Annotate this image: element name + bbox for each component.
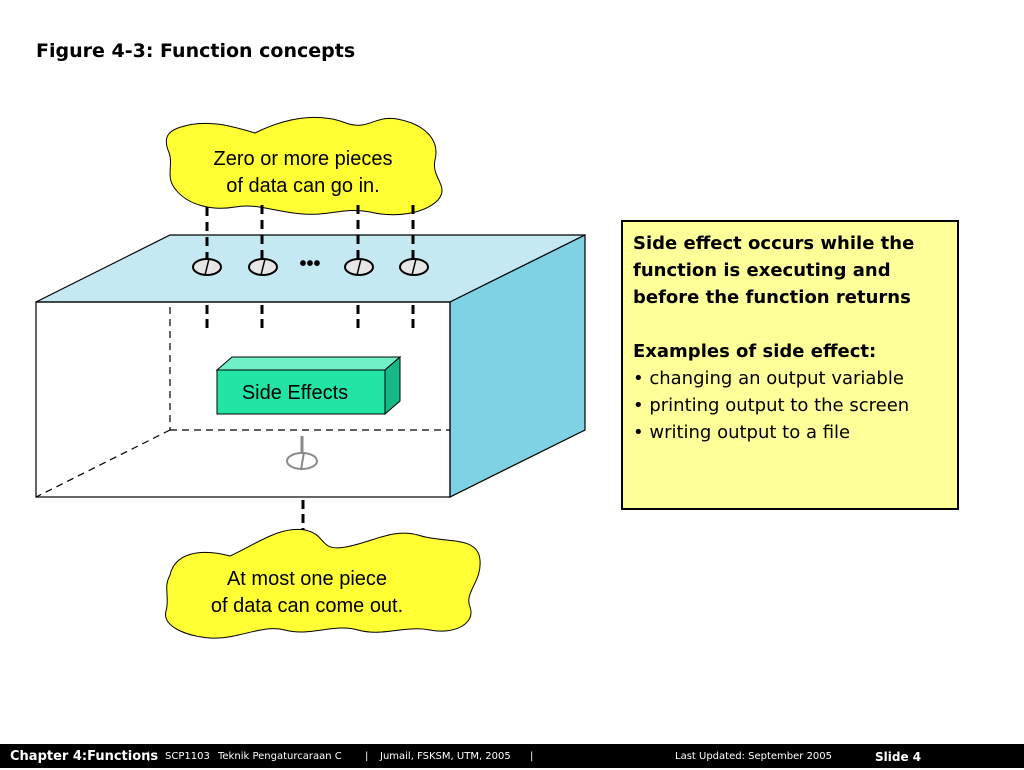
input-lines	[205, 205, 415, 262]
example-item: changing an output variable	[633, 365, 947, 392]
footer-course-code: SCP1103	[165, 751, 210, 762]
function-concept-figure: Zero or more pieces of data can go in. •…	[35, 116, 586, 639]
footer-separator: |	[530, 751, 534, 762]
examples-label: Examples of side effect:	[633, 341, 877, 362]
footer-separator: |	[147, 751, 151, 762]
input-cloud-line-2: of data can go in.	[226, 175, 379, 197]
input-openings	[192, 258, 429, 276]
side-effects-block	[215, 355, 402, 416]
note-heading-line: Side effect occurs while the	[633, 233, 915, 254]
footer-separator: |	[365, 751, 369, 762]
output-opening	[286, 436, 318, 471]
example-item: writing output to a file	[633, 419, 947, 446]
output-cloud-line-2: of data can come out.	[211, 595, 403, 617]
side-effects-label: Side Effects	[242, 382, 348, 404]
footer-chapter: Chapter 4:Functions	[10, 749, 159, 764]
input-ellipsis: •••	[299, 253, 320, 275]
side-effect-note: Side effect occurs while the function is…	[621, 220, 959, 510]
box-front-face	[35, 301, 451, 498]
footer-last-updated: Last Updated: September 2005	[675, 751, 833, 762]
footer-slide-number: Slide 4	[875, 750, 922, 764]
note-heading-line: before the function returns	[633, 287, 911, 308]
slide-title: Figure 4-3: Function concepts	[36, 40, 356, 62]
examples-list: changing an output variable printing out…	[633, 365, 947, 446]
input-opening-slashes	[204, 258, 417, 276]
note-spacer	[633, 311, 947, 338]
input-lines-inside	[205, 305, 415, 330]
footer-author: Jumail, FSKSM, UTM, 2005	[380, 751, 511, 762]
footer-bar: Chapter 4:Functions | SCP1103 Teknik Pen…	[0, 744, 1024, 768]
box-hidden-edges	[35, 235, 585, 498]
output-cloud-line-1: At most one piece	[227, 568, 387, 590]
note-heading-line: function is executing and	[633, 260, 891, 281]
input-cloud-line-1: Zero or more pieces	[214, 148, 393, 170]
output-cloud	[165, 528, 481, 639]
example-item: printing output to the screen	[633, 392, 947, 419]
footer-course-name: Teknik Pengaturcaraan C	[218, 751, 342, 762]
